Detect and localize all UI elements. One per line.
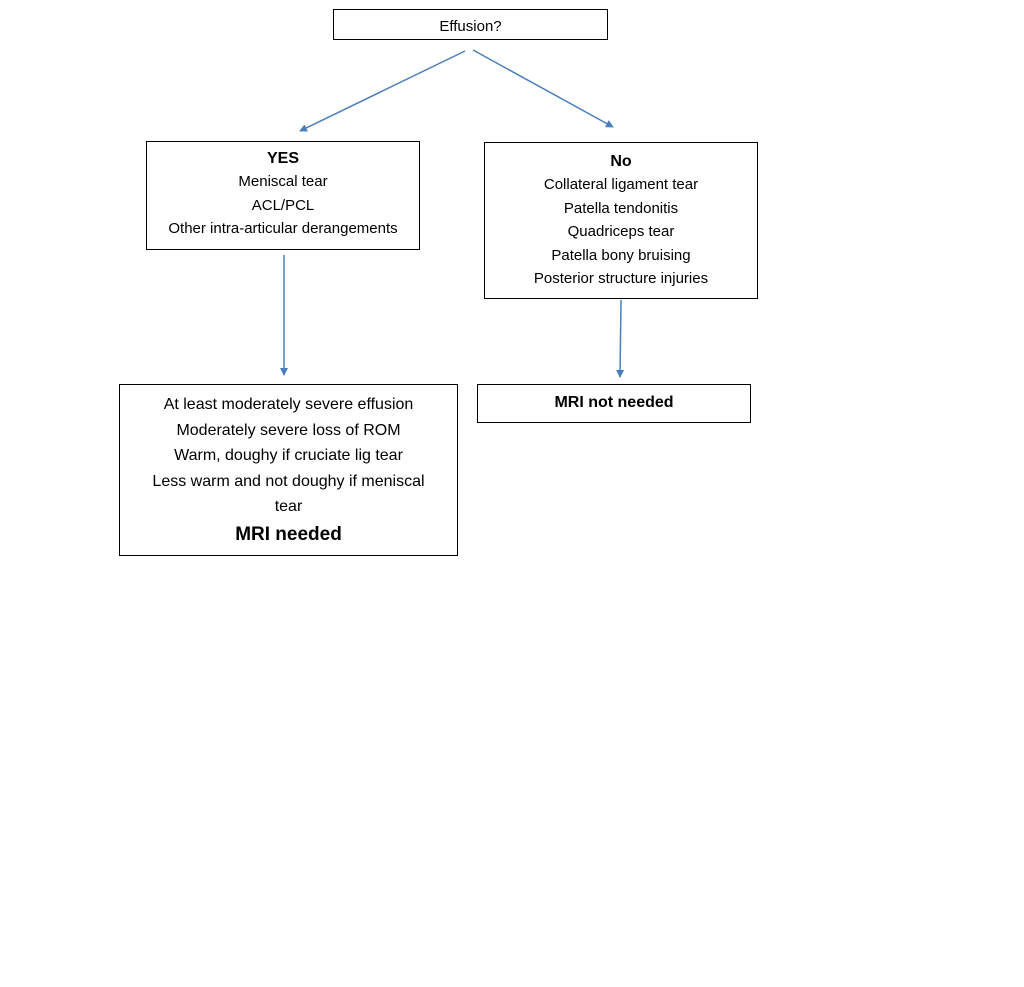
yes-condition: ACL/PCL [251, 196, 315, 214]
yes-finding: Moderately severe loss of ROM [176, 421, 401, 439]
arrow-to-yes [299, 50, 466, 132]
yes-branch-box: YES Meniscal tear ACL/PCL Other intra-ar… [146, 141, 420, 250]
yes-finding: At least moderately severe effusion [163, 396, 414, 413]
no-condition: Quadriceps tear [567, 223, 675, 240]
no-branch-box: No Collateral ligament tear Patella tend… [484, 142, 758, 299]
effusion-question: Effusion? [439, 18, 502, 35]
yes-result-box: At least moderately severe effusion Mode… [119, 384, 458, 556]
yes-finding: Less warm and not doughy if meniscal tea… [152, 472, 425, 516]
yes-heading: YES [266, 150, 299, 167]
no-result-box: MRI not needed [477, 384, 751, 423]
no-outcome: MRI not needed [554, 394, 674, 411]
yes-condition: Meniscal tear [238, 173, 328, 190]
no-condition: Posterior structure injuries [533, 270, 709, 287]
yes-outcome: MRI needed [235, 523, 342, 545]
no-heading: No [610, 153, 632, 170]
arrow-no-to-result [616, 299, 625, 378]
yes-condition: Other intra-articular derangements [168, 220, 398, 237]
no-condition: Patella tendonitis [563, 199, 679, 217]
no-condition: Patella bony bruising [551, 246, 691, 264]
yes-finding: Warm, doughy if cruciate lig tear [174, 447, 403, 464]
no-condition: Collateral ligament tear [543, 176, 699, 193]
effusion-question-box: Effusion? [333, 9, 608, 40]
arrow-to-no [472, 49, 614, 128]
